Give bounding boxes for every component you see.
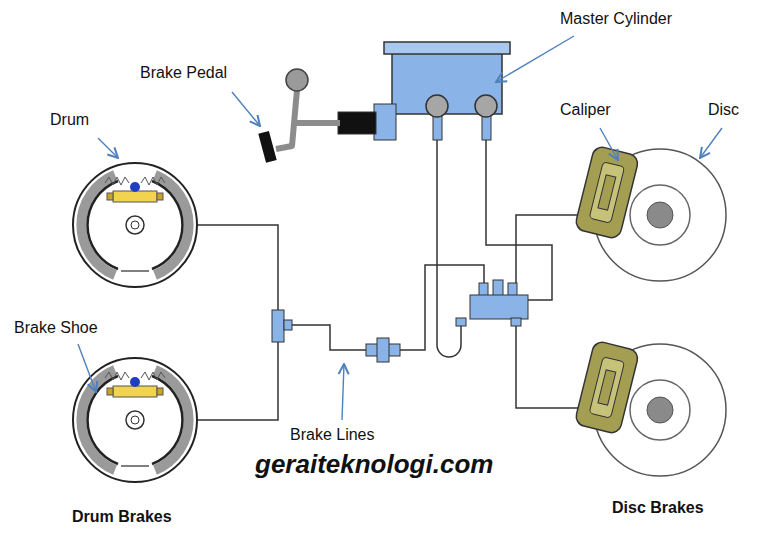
part-label: Brake Lines xyxy=(290,426,375,444)
t-connector xyxy=(272,310,292,342)
drum-brake xyxy=(73,163,197,287)
leader-arrow xyxy=(78,36,722,420)
group-caption: Disc Brakes xyxy=(612,499,704,517)
part-label: Brake Shoe xyxy=(14,319,98,337)
inline-valve xyxy=(366,338,400,362)
combination-valve xyxy=(456,280,528,326)
brake-pedal xyxy=(258,69,340,163)
group-caption: Drum Brakes xyxy=(72,508,172,526)
part-label: Caliper xyxy=(560,101,611,119)
part-label: Master Cylinder xyxy=(560,10,672,28)
drum-brake xyxy=(73,358,197,482)
watermark: geraiteknologi.com xyxy=(255,450,493,479)
master-cylinder xyxy=(338,42,510,140)
part-label: Drum xyxy=(50,111,89,129)
part-label: Disc xyxy=(708,101,739,119)
disc-brake xyxy=(574,145,726,281)
part-label: Brake Pedal xyxy=(140,64,227,82)
brake-line xyxy=(197,140,586,420)
disc-brake xyxy=(574,340,726,476)
